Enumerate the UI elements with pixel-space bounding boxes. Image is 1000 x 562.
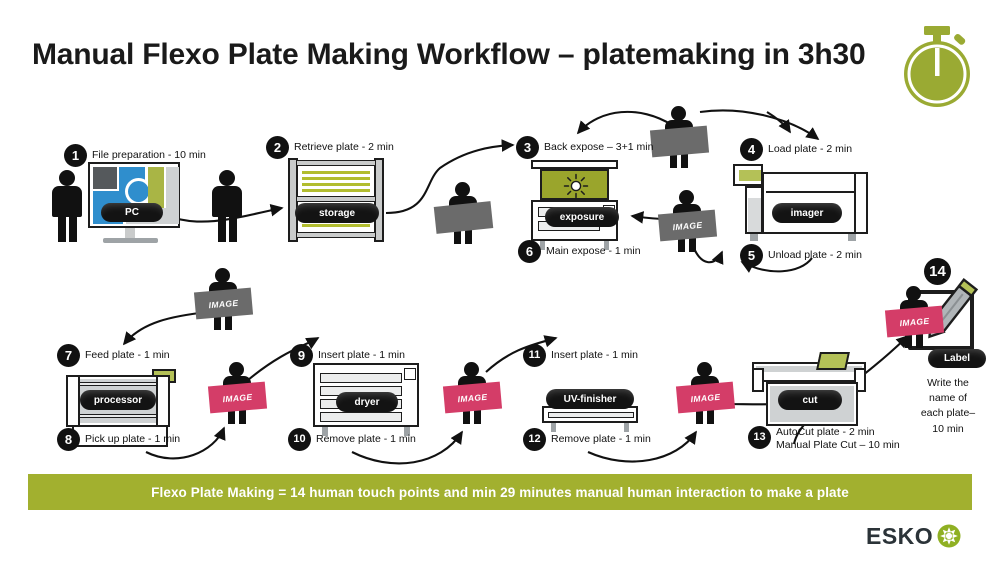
step-6-badge: 6 — [518, 240, 541, 263]
step-10-label: Remove plate - 1 min — [316, 432, 416, 445]
dryer-label: dryer — [336, 392, 398, 412]
image-plate-gray-2 — [649, 125, 710, 158]
operator-figure-7: IMAGE — [207, 362, 268, 424]
processor-right-col — [156, 375, 170, 427]
image-plate-pink-2: IMAGE — [442, 381, 503, 414]
page-title: Manual Flexo Plate Making Workflow – pla… — [32, 38, 866, 71]
step-1-badge: 1 — [64, 144, 87, 167]
imager-chute-fill — [748, 198, 761, 232]
storage-rack — [288, 158, 384, 242]
step-8-header: 8 Pick up plate - 1 min — [57, 428, 180, 451]
operator-figure-5: IMAGE — [657, 190, 718, 252]
step-12-header: 12 Remove plate - 1 min — [523, 428, 651, 451]
step-14-badge: 14 — [924, 258, 951, 285]
step-3-header: 3 Back expose – 3+1 min — [516, 136, 653, 159]
image-plate-pink-1: IMAGE — [207, 381, 268, 414]
step-5-label: Unload plate - 2 min — [768, 248, 862, 261]
operator-figure-9: IMAGE — [675, 362, 736, 424]
step-1-label: File preparation - 10 min — [92, 148, 206, 161]
imager-plate-olive — [739, 170, 761, 181]
monitor-neck — [125, 228, 135, 240]
cut-head-olive — [816, 352, 850, 370]
step-13-badge: 13 — [748, 426, 771, 449]
step-11-label: Insert plate - 1 min — [551, 348, 638, 361]
imager-label: imager — [772, 203, 842, 223]
step-9-header: 9 Insert plate - 1 min — [290, 344, 405, 367]
esko-logo: ESKO — [866, 524, 961, 548]
processor-label: processor — [80, 390, 156, 410]
imager-side-panel — [854, 172, 868, 234]
step-10-badge: 10 — [288, 428, 311, 451]
step-13-label: AutoCut plate - 2 min — [776, 426, 875, 438]
step-9-badge: 9 — [290, 344, 313, 367]
cut-gantry — [752, 362, 866, 382]
step-8-badge: 8 — [57, 428, 80, 451]
summary-banner-text: Flexo Plate Making = 14 human touch poin… — [151, 484, 849, 500]
step-3-label: Back expose – 3+1 min — [544, 140, 654, 153]
step-5-header: 5 Unload plate - 2 min — [740, 244, 862, 267]
step-8-label: Pick up plate - 1 min — [85, 432, 181, 445]
image-plate-gray-4: IMAGE — [193, 287, 254, 320]
processor-left-col — [66, 375, 80, 427]
esko-mark-icon — [937, 524, 961, 548]
stopwatch-icon — [893, 22, 983, 117]
step-7-label: Feed plate - 1 min — [85, 348, 170, 361]
image-plate-gray-3: IMAGE — [657, 209, 718, 242]
step-11-badge: 11 — [523, 344, 546, 367]
step-10-header: 10 Remove plate - 1 min — [288, 428, 416, 451]
operator-figure-3 — [433, 182, 494, 244]
step-4-label: Load plate - 2 min — [768, 142, 853, 155]
operator-figure-8: IMAGE — [442, 362, 503, 424]
cut-left-rail — [752, 368, 764, 392]
step-4-header: 4 Load plate - 2 min — [740, 138, 852, 161]
step-6-header: 6 Main expose - 1 min — [518, 240, 641, 263]
step-12-label: Remove plate - 1 min — [551, 432, 651, 445]
exposure-lamp-box — [540, 169, 609, 200]
esko-wordmark: ESKO — [866, 522, 934, 549]
operator-figure-10: IMAGE — [884, 286, 945, 348]
exposure-label: exposure — [545, 207, 619, 227]
exposure-top-bar — [531, 160, 618, 169]
step-5-badge: 5 — [740, 244, 763, 267]
step-11-header: 11 Insert plate - 1 min — [523, 344, 638, 367]
imager-feed-top — [733, 164, 763, 186]
step-7-header: 7 Feed plate - 1 min — [57, 344, 170, 367]
storage-label: storage — [295, 203, 379, 223]
step-12-badge: 12 — [523, 428, 546, 451]
operator-figure-4 — [649, 106, 710, 168]
step-2-header: 2 Retrieve plate - 2 min — [266, 136, 394, 159]
uv-finisher-label: UV-finisher — [546, 389, 634, 409]
step-6-label: Main expose - 1 min — [546, 244, 641, 257]
step-14-header: 14 — [924, 258, 951, 285]
summary-banner: Flexo Plate Making = 14 human touch poin… — [28, 474, 972, 510]
label-pill: Label — [928, 349, 986, 368]
step-3-badge: 3 — [516, 136, 539, 159]
step-2-badge: 2 — [266, 136, 289, 159]
operator-figure-1 — [48, 170, 86, 242]
operator-figure-6: IMAGE — [193, 268, 254, 330]
artwork-block-gray-dark — [93, 167, 117, 189]
image-plate-pink-4: IMAGE — [884, 305, 945, 338]
step-4-badge: 4 — [740, 138, 763, 161]
pc-label: PC — [101, 203, 163, 222]
monitor-base — [103, 238, 158, 243]
step-2-label: Retrieve plate - 2 min — [294, 140, 394, 153]
step-13-label-2: Manual Plate Cut – 10 min — [776, 439, 900, 452]
step-13-header: 13 AutoCut plate - 2 min Manual Plate Cu… — [748, 426, 900, 452]
artwork-block-olive — [148, 167, 164, 209]
operator-figure-2 — [208, 170, 246, 242]
step-14-note: Write the name of each plate– 10 min — [920, 377, 976, 435]
step-9-label: Insert plate - 1 min — [318, 348, 405, 361]
image-plate-pink-3: IMAGE — [675, 381, 736, 414]
cut-label: cut — [778, 390, 842, 410]
step-1-header: 1 File preparation - 10 min — [64, 144, 206, 167]
artwork-circle-blue — [128, 181, 149, 202]
step-7-badge: 7 — [57, 344, 80, 367]
